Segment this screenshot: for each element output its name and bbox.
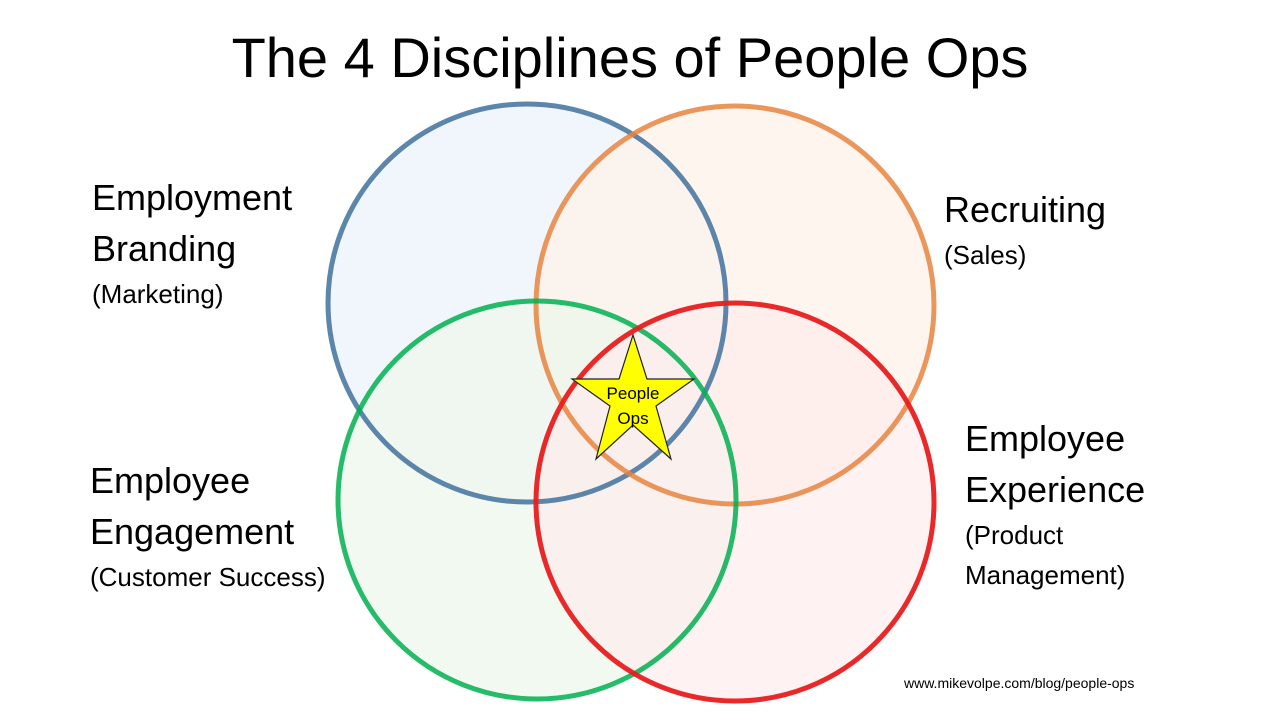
label-engagement-analogy: (Customer Success) [90,562,326,592]
center-label-line-1: People [607,384,660,403]
label-employment-branding: Employment Branding (Marketing) [92,172,292,314]
label-recruiting-analogy: (Sales) [944,240,1027,270]
label-engagement-line-2: Engagement [90,511,295,552]
label-experience-analogy-line-1: (Product [965,520,1064,550]
circle-outlines [325,101,937,704]
label-employee-engagement: Employee Engagement (Customer Success) [90,455,326,597]
label-engagement-line-1: Employee [90,460,251,501]
label-branding-line-2: Branding [92,228,237,269]
label-experience-line-1: Employee [965,418,1126,459]
label-recruiting-line-1: Recruiting [944,189,1107,230]
circle-outline-engagement [335,298,739,702]
center-label-line-2: Ops [617,409,648,428]
label-branding-analogy: (Marketing) [92,279,224,309]
people-ops-center: People Ops [570,333,696,461]
label-recruiting: Recruiting (Sales) [944,184,1106,275]
diagram-title: The 4 Disciplines of People Ops [231,26,1029,89]
circle-outline-experience [533,300,937,704]
label-branding-line-1: Employment [92,177,293,218]
star-icon [570,333,696,461]
label-experience-line-2: Experience [965,469,1146,510]
label-experience-analogy-line-2: Management) [965,560,1126,590]
source-url: www.mikevolpe.com/blog/people-ops [904,675,1135,691]
label-employee-experience: Employee Experience (Product Management) [965,413,1195,595]
